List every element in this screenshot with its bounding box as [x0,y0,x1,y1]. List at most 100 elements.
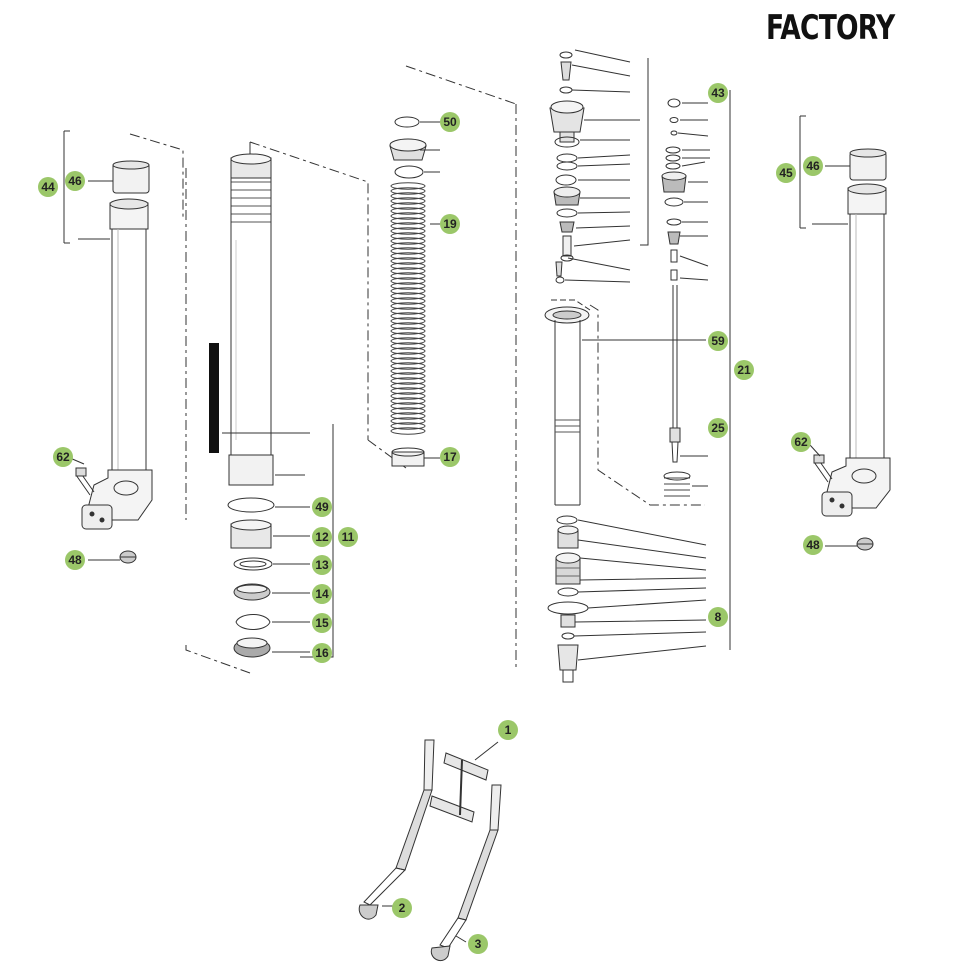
spring-coil [390,267,426,275]
cartridge-assembly [544,49,731,683]
callout-bubble [468,934,488,954]
callout-bubble [53,447,73,467]
callout-number: 25 [711,421,725,435]
callout-17: 17 [440,447,460,467]
spring-coil [390,182,426,190]
callout-bubble [791,432,811,452]
callout-43: 43 [708,83,728,103]
spring-coil [390,322,426,330]
spring-coils [390,182,426,435]
callout-62b: 62 [791,432,811,452]
spring-coil [390,372,426,380]
callout-number: 17 [443,450,457,464]
spring-coil [390,222,426,230]
spring-coil [390,417,426,425]
callout-2: 2 [392,898,412,918]
callout-bubble [312,497,332,517]
spring-coil [390,207,426,215]
callout-number: 62 [56,450,70,464]
inner-tube-assembly [185,141,369,674]
callout-bubble [392,898,412,918]
spring-coil [390,327,426,335]
spring-coil [390,277,426,285]
spring-coil [390,367,426,375]
spring-coil [390,382,426,390]
brand-title: FACTORY [766,8,895,48]
callout-49: 49 [312,497,332,517]
spring-coil [390,262,426,270]
callout-number: 21 [737,363,751,377]
callout-48b: 48 [803,535,823,555]
callout-bubble [312,527,332,547]
callout-46b: 46 [803,156,823,176]
callout-number: 50 [443,115,457,129]
spring-coil [390,257,426,265]
spring-coil [390,337,426,345]
spring-coil [390,302,426,310]
callout-layer: 1238111213141516171921254344454646484849… [38,83,823,954]
callout-48a: 48 [65,550,85,570]
spring-coil [390,407,426,415]
spring-coil [390,297,426,305]
callout-bubble [708,331,728,351]
callout-number: 12 [315,530,329,544]
callout-3: 3 [468,934,488,954]
callout-number: 19 [443,217,457,231]
callout-number: 2 [399,901,406,915]
spring-coil [390,427,426,435]
callout-15: 15 [312,613,332,633]
callout-bubble [312,643,332,663]
callout-number: 62 [794,435,808,449]
spring-coil [390,342,426,350]
callout-14: 14 [312,584,332,604]
spring-coil [390,292,426,300]
callout-25: 25 [708,418,728,438]
callout-number: 16 [315,646,329,660]
spring-coil [390,197,426,205]
spring-coil [390,347,426,355]
callout-1: 1 [498,720,518,740]
callout-8: 8 [708,607,728,627]
callout-16: 16 [312,643,332,663]
right-outer-tube-assembly [799,115,891,551]
callout-number: 45 [779,166,793,180]
spring-coil [390,387,426,395]
callout-number: 8 [715,610,722,624]
spring-coil [390,422,426,430]
callout-11: 11 [338,527,358,547]
callout-62a: 62 [53,447,73,467]
callout-number: 46 [68,174,82,188]
spring-coil [390,227,426,235]
callout-45: 45 [776,163,796,183]
callout-bubble [803,156,823,176]
callout-12: 12 [312,527,332,547]
callout-bubble [708,607,728,627]
spring-coil [390,377,426,385]
spring-coil [390,392,426,400]
spring-coil [390,247,426,255]
callout-number: 49 [315,500,329,514]
callout-bubble [440,112,460,132]
spring-coil [390,402,426,410]
callout-number: 13 [315,558,329,572]
callout-bubble [440,214,460,234]
callout-bubble [708,83,728,103]
callout-bubble [498,720,518,740]
callout-number: 48 [68,553,82,567]
callout-59: 59 [708,331,728,351]
callout-number: 1 [505,723,512,737]
callout-bubble [776,163,796,183]
spring-coil [390,397,426,405]
assembled-fork [358,739,502,961]
callout-44: 44 [38,177,58,197]
callout-bubble [440,447,460,467]
spring-coil [390,317,426,325]
spring-coil [390,282,426,290]
spring-coil [390,202,426,210]
callout-bubble [38,177,58,197]
callout-13: 13 [312,555,332,575]
spring-coil [390,217,426,225]
callout-number: 46 [806,159,820,173]
callout-46a: 46 [65,171,85,191]
